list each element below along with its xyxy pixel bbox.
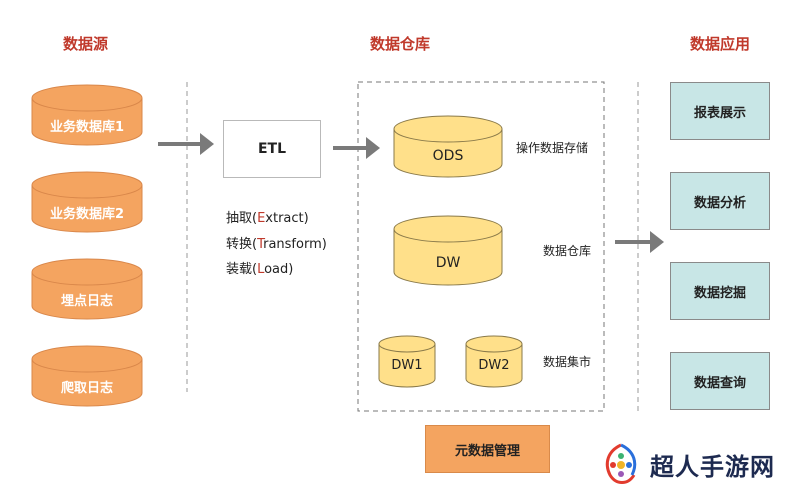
source-label-4: 爬取日志 bbox=[60, 381, 113, 396]
arrow-sources-to-etl bbox=[158, 133, 214, 155]
dw1-label: DW1 bbox=[391, 358, 423, 373]
ods-label: ODS bbox=[432, 148, 464, 164]
watermark-text: 超人手游网 bbox=[650, 452, 775, 481]
metadata-label: 元数据管理 bbox=[454, 443, 520, 459]
source-label-3: 埋点日志 bbox=[60, 294, 113, 309]
etl-step-transform-key: T bbox=[257, 237, 264, 252]
dw2-label: DW2 bbox=[478, 358, 510, 373]
marts-side-label: 数据集市 bbox=[543, 355, 592, 369]
etl-step-transform-post: ransform) bbox=[263, 237, 327, 252]
app-box-mining: 数据挖掘 bbox=[670, 262, 770, 320]
etl-step-load-post: oad) bbox=[264, 262, 294, 277]
etl-step-load-pre: 装载( bbox=[226, 262, 258, 277]
sources-title: 数据源 bbox=[63, 35, 109, 53]
source-cylinder-4 bbox=[31, 345, 143, 407]
app-label-mining: 数据挖掘 bbox=[693, 285, 746, 301]
dw-side-label: 数据仓库 bbox=[543, 244, 592, 258]
app-box-report: 报表展示 bbox=[670, 82, 770, 140]
etl-step-transform-pre: 转换( bbox=[226, 237, 258, 252]
app-label-report: 报表展示 bbox=[693, 105, 746, 121]
etl-step-extract-key: E bbox=[257, 211, 266, 226]
watermark: 超人手游网 bbox=[598, 440, 775, 488]
app-label-analysis: 数据分析 bbox=[693, 195, 746, 211]
app-box-query: 数据查询 bbox=[670, 352, 770, 410]
warehouse-title: 数据仓库 bbox=[370, 35, 431, 53]
source-cylinder-3 bbox=[31, 258, 143, 320]
dw1-cylinder bbox=[378, 335, 436, 388]
app-box-analysis: 数据分析 bbox=[670, 172, 770, 230]
arrow-warehouse-to-apps bbox=[615, 231, 664, 253]
dw2-cylinder bbox=[465, 335, 523, 388]
source-label-2: 业务数据库2 bbox=[49, 207, 125, 222]
watermark-logo-icon bbox=[605, 443, 637, 484]
etl-step-load: 装载(Load) bbox=[226, 258, 293, 277]
source-cylinder-1 bbox=[31, 84, 143, 146]
source-cylinder-2 bbox=[31, 171, 143, 233]
metadata-box: 元数据管理 bbox=[425, 425, 550, 473]
source-label-1: 业务数据库1 bbox=[49, 120, 125, 135]
ods-side-label: 操作数据存储 bbox=[516, 141, 589, 155]
etl-step-extract-post: xtract) bbox=[265, 211, 309, 226]
ods-cylinder bbox=[393, 115, 503, 178]
etl-step-load-key: L bbox=[257, 262, 265, 277]
apps-title: 数据应用 bbox=[690, 35, 751, 53]
arrow-etl-to-ods bbox=[333, 137, 380, 159]
dw-cylinder bbox=[393, 215, 503, 286]
etl-step-extract-pre: 抽取( bbox=[226, 211, 258, 226]
warehouse-frame bbox=[357, 81, 605, 412]
app-label-query: 数据查询 bbox=[693, 375, 746, 391]
etl-title: ETL bbox=[257, 141, 287, 157]
dw-label: DW bbox=[435, 255, 461, 271]
etl-box: ETL bbox=[223, 120, 321, 178]
etl-step-transform: 转换(Transform) bbox=[226, 233, 327, 252]
etl-step-extract: 抽取(Extract) bbox=[226, 207, 309, 226]
